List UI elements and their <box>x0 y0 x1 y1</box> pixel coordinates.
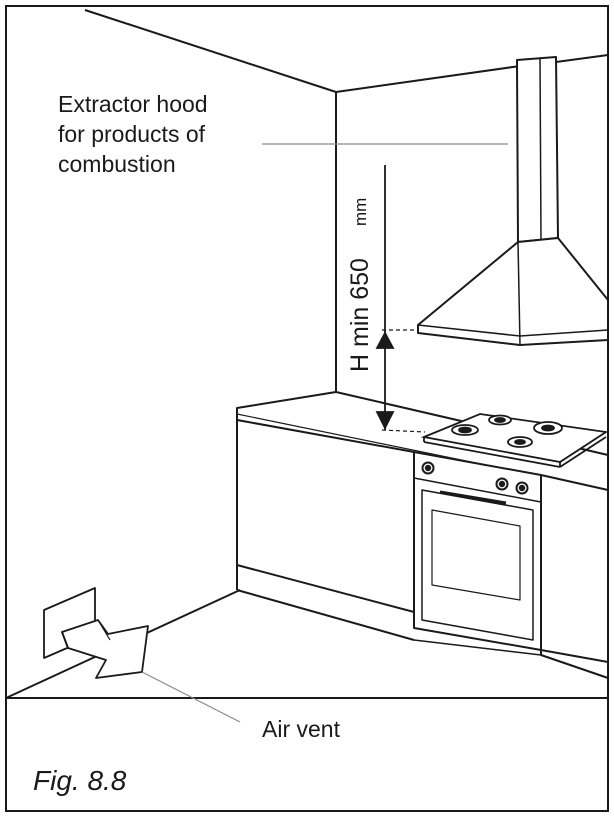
hood-label-line-1: Extractor hood <box>58 91 208 117</box>
hood-label-line-3: combustion <box>58 151 176 177</box>
hood-label-line-2: for products of <box>58 121 206 147</box>
base-cabinets <box>236 419 609 679</box>
height-label: H min 650 <box>346 258 374 372</box>
extractor-hood <box>417 56 609 346</box>
height-dimension <box>375 165 426 433</box>
air-vent-leader-line <box>141 671 241 723</box>
height-label-group: H min 650 mm <box>346 198 374 372</box>
air-vent-icon <box>43 587 149 679</box>
gas-hob <box>420 413 609 468</box>
figure-caption: Fig. 8.8 <box>33 765 127 796</box>
air-vent-label: Air vent <box>262 716 341 742</box>
height-unit: mm <box>351 198 370 226</box>
oven <box>413 451 542 651</box>
